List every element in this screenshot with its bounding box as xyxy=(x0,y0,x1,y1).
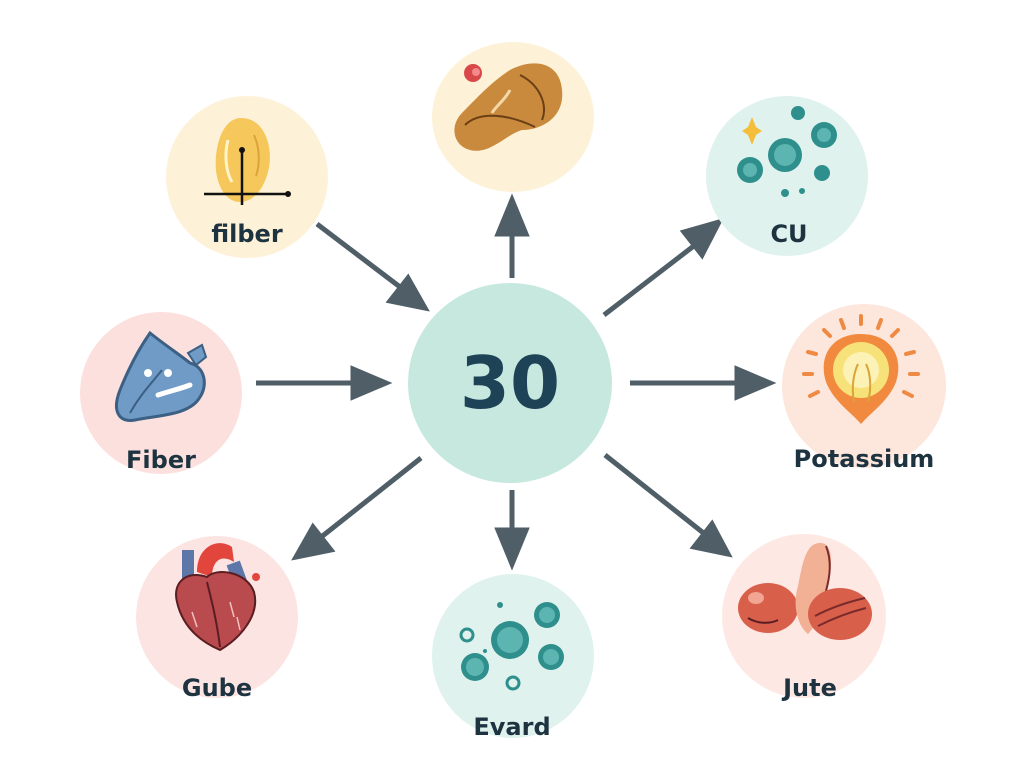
label-gube: Gube xyxy=(181,674,253,702)
arrow-center-to-top xyxy=(494,193,530,278)
arrow-center-to-gube xyxy=(291,456,423,561)
arrow-filber-to-center xyxy=(315,222,430,312)
beans-icon xyxy=(738,542,872,640)
label-filber: filber xyxy=(211,220,283,248)
label-potassium: Potassium xyxy=(793,445,935,473)
label-evard: Evard xyxy=(473,713,551,741)
almond-nut-icon xyxy=(454,63,563,151)
arrow-fiber-to-center xyxy=(256,365,393,401)
glowing-bulb-icon xyxy=(802,314,920,424)
node-cu xyxy=(706,96,868,256)
arrow-center-to-cu xyxy=(602,218,724,317)
label-jute: Jute xyxy=(783,674,837,702)
teal-bubbles-icon xyxy=(737,106,837,197)
arrow-center-to-evard xyxy=(494,490,530,571)
arrow-center-to-potassium xyxy=(630,365,777,401)
label-fiber: Fiber xyxy=(126,446,196,474)
yellow-seed-icon xyxy=(204,118,291,205)
blue-leaf-bag-icon xyxy=(115,330,208,422)
heart-icon xyxy=(175,543,260,652)
teal-bubbles-icon xyxy=(459,602,564,691)
center-value: 30 xyxy=(459,341,561,425)
label-cu: CU xyxy=(770,220,808,248)
arrow-center-to-jute xyxy=(603,453,733,558)
center-circle xyxy=(408,283,612,483)
